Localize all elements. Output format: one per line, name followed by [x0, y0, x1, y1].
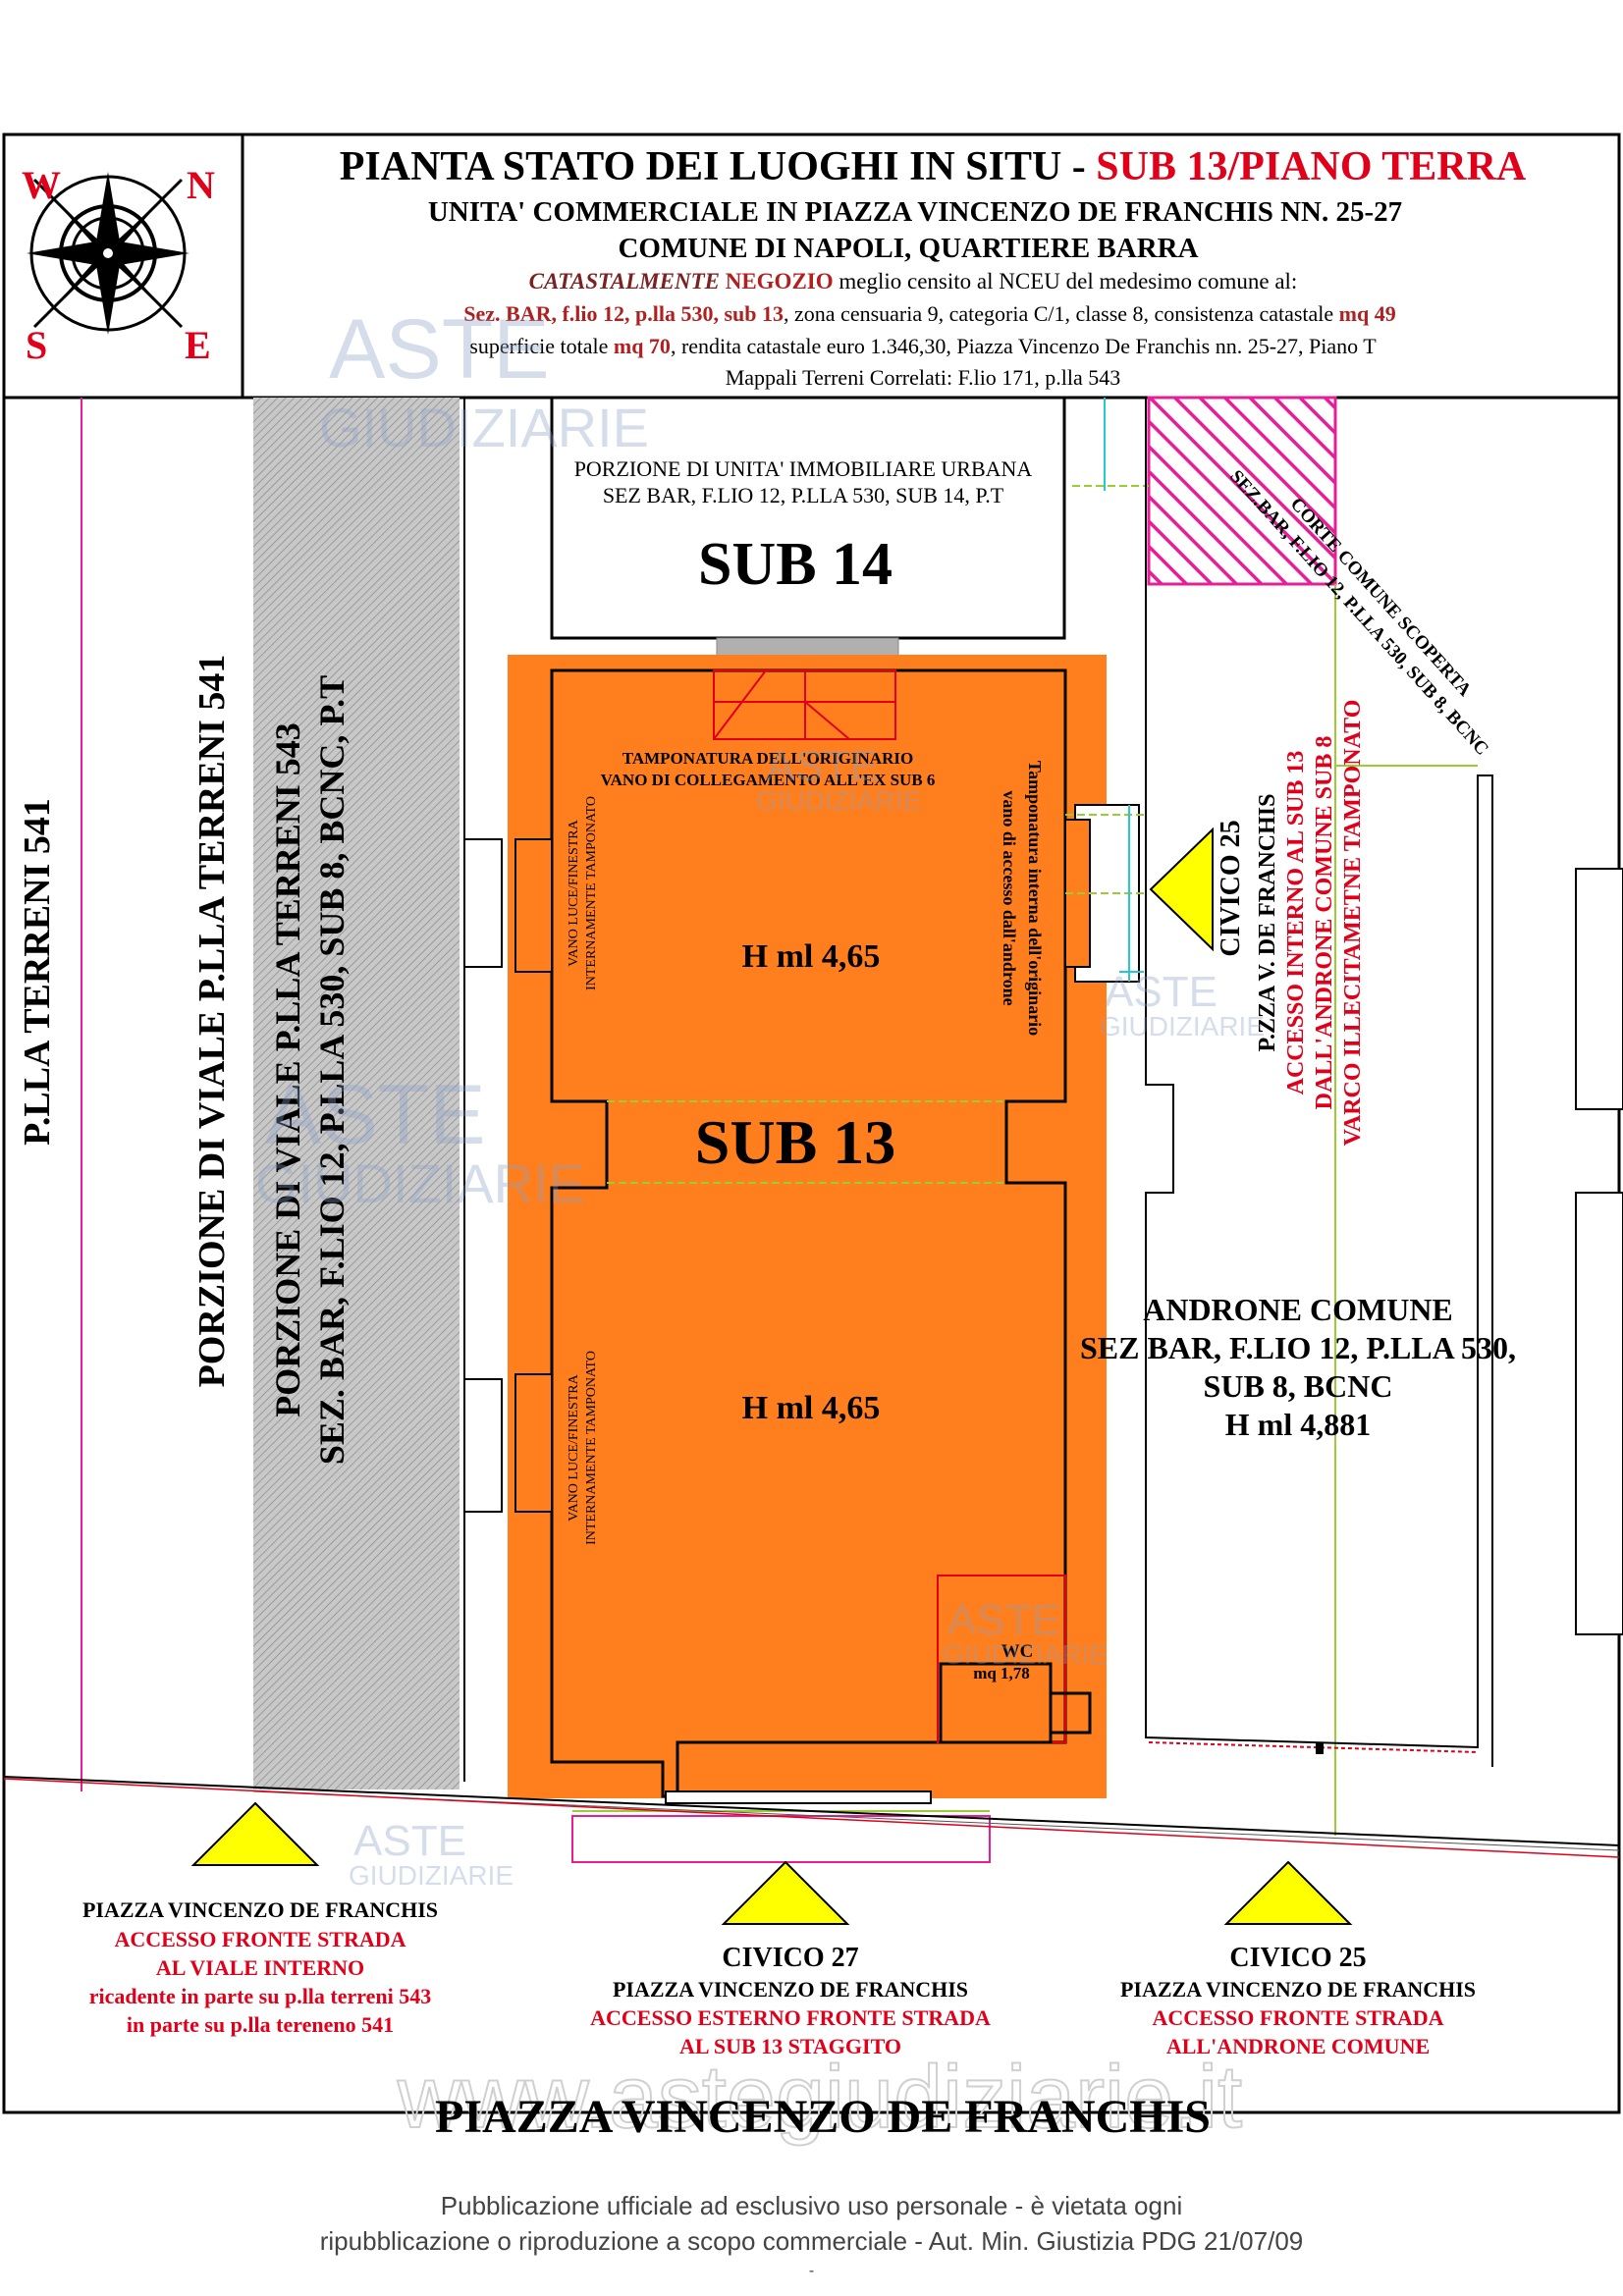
wc-label: WC	[1001, 1641, 1034, 1662]
access1-l5: in parte su p.lla tereneno 541	[127, 2012, 394, 2037]
viale-543-label-1: PORZIONE DI VIALE P.LLA TERRENI 543	[268, 722, 307, 1417]
vano-upper-1: VANO LUCE/FINESTRA	[567, 819, 581, 966]
tamp-int-2: vano di accesso dall'androne	[1000, 790, 1019, 1005]
sub14-header-2: SEZ BAR, F.LIO 12, P.LLA 530, SUB 14, P.…	[603, 483, 1004, 507]
subtitle-comune: COMUNE DI NAPOLI, QUARTIERE BARRA	[618, 233, 1198, 264]
watermark-group: ASTE GIUDIZIARIE ASTE GIUDIZIARIE ASTE G…	[255, 302, 1265, 1891]
compass-s: S	[26, 323, 47, 367]
vano-lower-2: INTERNAMENTE TAMPONATO	[584, 1351, 599, 1545]
title-main: PIANTA STATO DEI LUOGHI IN SITU -	[340, 144, 1097, 189]
vano-lower-1: VANO LUCE/FINESTRA	[567, 1373, 581, 1521]
androne-3: SUB 8, BCNC	[1204, 1368, 1393, 1404]
page-title: PIANTA STATO DEI LUOGHI IN SITU - SUB 13…	[340, 144, 1527, 189]
compass-w: W	[22, 163, 61, 207]
watermark-site: www.astegiudiziarie.it	[397, 2049, 1242, 2147]
access3-title: CIVICO 25	[1229, 1943, 1366, 1973]
access2-l3: AL SUB 13 STAGGITO	[679, 2034, 901, 2058]
svg-text:ASTE: ASTE	[947, 1596, 1060, 1644]
corte-hatch	[1147, 396, 1337, 586]
svg-text:GIUDIZIARIE: GIUDIZIARIE	[756, 785, 921, 816]
compass-rose	[27, 172, 189, 335]
sub14-label: SUB 14	[698, 531, 893, 598]
corte-1: CORTE COMUNE SCOPERTA	[1286, 494, 1476, 701]
side-civico25: CIVICO 25	[1216, 820, 1246, 956]
sub13-label: SUB 13	[695, 1107, 896, 1177]
access-triangle-civico25	[1223, 1860, 1353, 1925]
street-name: PIAZZA VINCENZO DE FRANCHIS	[435, 2091, 1211, 2143]
androne-2: SEZ BAR, F.LIO 12, P.LLA 530,	[1080, 1330, 1516, 1365]
tamp-int-1: Tamponatura interna dell'originario	[1025, 761, 1045, 1036]
sub14-box	[550, 396, 1066, 640]
svg-text:ASTE: ASTE	[766, 742, 879, 790]
side-accesso: ACCESSO INTERNO AL SUB 13	[1283, 751, 1309, 1095]
svg-text:GIUDIZIARIE: GIUDIZIARIE	[349, 1860, 514, 1891]
tamp-label-2: VANO DI COLLEGAMENTO ALL'EX SUB 6	[601, 771, 936, 789]
tamp-label-1: TAMPONATURA DELL'ORIGINARIO	[622, 749, 913, 768]
subtitle-address: UNITA' COMMERCIALE IN PIAZZA VINCENZO DE…	[428, 196, 1402, 228]
access2-l2: ACCESSO ESTERNO FRONTE STRADA	[590, 2005, 991, 2030]
access1-l3: AL VIALE INTERNO	[156, 1955, 364, 1980]
outer-frame	[2, 133, 1621, 2114]
footer-line-3: -	[808, 2263, 815, 2279]
footer-line-1: Pubblicazione ufficiale ad esclusivo uso…	[440, 2191, 1183, 2220]
terreni-541-label: P.LLA TERRENI 541	[17, 798, 58, 1146]
watermark-aste: ASTE	[329, 302, 550, 397]
viale-541-label: PORZIONE DI VIALE P.LLA TERRENI 541	[191, 655, 233, 1388]
side-piazza: P.ZZA V. DE FRANCHIS	[1255, 794, 1280, 1052]
wc-mq: mq 1,78	[973, 1664, 1030, 1682]
access3-l1: PIAZZA VINCENZO DE FRANCHIS	[1120, 1977, 1476, 2002]
surface-line: superficie totale mq 70, rendita catasta…	[469, 334, 1377, 358]
svg-text:ASTE: ASTE	[1105, 968, 1217, 1016]
vano-upper-2: INTERNAMENTE TAMPONATO	[584, 796, 599, 990]
mappali-line: Mappali Terreni Correlati: F.lio 171, p.…	[726, 365, 1121, 390]
access2-title: CIVICO 27	[722, 1943, 858, 1973]
catasto-line: CATASTALMENTE NEGOZIO meglio censito al …	[529, 269, 1298, 294]
svg-text:GIUDIZIARIE: GIUDIZIARIE	[1100, 1011, 1265, 1041]
access1-l1: PIAZZA VINCENZO DE FRANCHIS	[82, 1897, 438, 1922]
compass-e: E	[185, 323, 211, 367]
access1-l4: ricadente in parte su p.lla terreni 543	[89, 1984, 432, 2008]
footer-line-2: ripubblicazione o riproduzione a scopo c…	[319, 2226, 1304, 2256]
sub13-area	[508, 655, 1107, 1798]
viale-543-strip	[253, 398, 460, 1789]
side-varco: VARCO ILLECITAMETNE TAMPONATO	[1340, 700, 1366, 1147]
svg-text:ASTE: ASTE	[265, 1068, 486, 1162]
height-upper: H ml 4,65	[742, 938, 881, 975]
catasto-details: Sez. BAR, f.lio 12, p.lla 530, sub 13, z…	[463, 301, 1395, 326]
sub14-header-1: PORZIONE DI UNITA' IMMOBILIARE URBANA	[574, 456, 1033, 481]
title-red: SUB 13/PIANO TERRA	[1096, 144, 1527, 189]
svg-text:ASTE: ASTE	[353, 1817, 466, 1865]
access1-l2: ACCESSO FRONTE STRADA	[114, 1927, 406, 1951]
svg-text:GIUDIZIARIE: GIUDIZIARIE	[943, 1639, 1108, 1670]
access-triangle-side	[1149, 827, 1214, 952]
svg-text:GIUDIZIARIE: GIUDIZIARIE	[255, 1152, 585, 1214]
access3-l2: ACCESSO FRONTE STRADA	[1152, 2005, 1443, 2030]
androne-4: H ml 4,881	[1225, 1407, 1371, 1442]
access-triangle-viale	[190, 1801, 320, 1866]
watermark-giudiziarie: GIUDIZIARIE	[319, 397, 649, 458]
side-dall: DALL'ANDRONE COMUNE SUB 8	[1312, 736, 1337, 1110]
height-lower: H ml 4,65	[742, 1390, 881, 1426]
access-triangle-civico27	[721, 1860, 850, 1925]
androne-1: ANDRONE COMUNE	[1143, 1292, 1453, 1327]
access3-l3: ALL'ANDRONE COMUNE	[1166, 2034, 1430, 2058]
compass-n: N	[187, 163, 215, 207]
viale-543-label-2: SEZ. BAR, F.LIO 12, P.LLA 530, SUB 8, BC…	[312, 675, 352, 1465]
access2-l1: PIAZZA VINCENZO DE FRANCHIS	[613, 1977, 968, 2002]
